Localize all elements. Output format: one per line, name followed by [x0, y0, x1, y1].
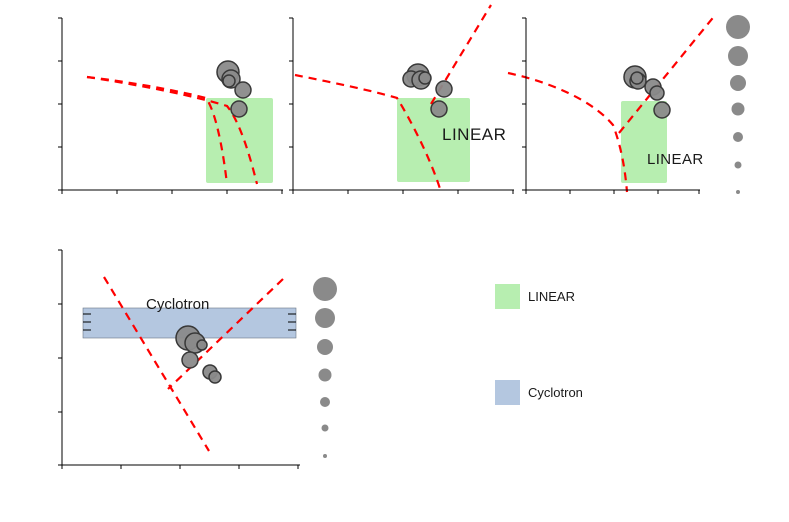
data-bubble [222, 74, 236, 88]
dashed-curve-top-right-0 [507, 71, 629, 193]
color-legend-label-blue: Cyclotron [528, 385, 583, 400]
axis-bottom-left-panel [61, 250, 300, 466]
dashed-curve-bottom-left-0 [103, 276, 210, 452]
dashed-curves-layer [86, 4, 717, 452]
data-bubble [234, 81, 252, 99]
linear-region-label-middle: LINEAR [442, 125, 506, 144]
data-bubble [649, 85, 665, 101]
regions-layer [82, 98, 667, 339]
data-bubble [653, 101, 671, 119]
dashed-curve-top-left-1 [86, 75, 259, 185]
size-legend-circle [315, 308, 335, 328]
linear-region-box-top-right [621, 101, 667, 183]
bubbles-layer [175, 60, 671, 384]
size-legend-circle [730, 75, 746, 91]
size-legend-circle [320, 397, 330, 407]
data-bubble [181, 351, 199, 369]
size-legend-circle [313, 277, 337, 301]
color-legend-swatch [495, 380, 520, 405]
axes-layer [58, 17, 700, 469]
size-legend-circle [731, 102, 745, 116]
data-bubble [196, 339, 208, 351]
size-legend-circle [733, 132, 743, 142]
axis-ticks-top-middle [289, 17, 514, 194]
size-legend-circle [318, 368, 332, 382]
size-legend-circle [323, 454, 327, 458]
color-legend-label-green: LINEAR [528, 289, 575, 304]
dashed-curve-top-right-1 [618, 13, 717, 134]
dashed-curve-top-middle-0 [294, 73, 443, 193]
data-bubble [435, 80, 453, 98]
data-bubble [418, 71, 432, 85]
size-legend-circle [734, 161, 742, 169]
legends-layer [313, 15, 750, 458]
dashed-curve-bottom-left-1 [167, 278, 284, 390]
size-legend-circle [728, 46, 748, 66]
color-legend-swatch [495, 284, 520, 309]
data-bubble [630, 71, 644, 85]
size-legend-circle [321, 424, 329, 432]
axis-ticks-top-right [522, 17, 700, 194]
size-legend-circle [317, 339, 333, 355]
data-bubble [430, 100, 448, 118]
linear-region-label-right: LINEAR [647, 151, 704, 168]
axis-ticks-bottom-left [58, 249, 299, 469]
linear-region-box-top-middle [397, 98, 470, 182]
size-legend-circle [736, 190, 740, 194]
linear-region-box-top-left [206, 98, 273, 183]
dashed-curve-top-left-0 [86, 75, 229, 185]
size-legend-circle [726, 15, 750, 39]
cyclotron-bar-label: Cyclotron [146, 296, 209, 313]
axis-ticks-top-left [58, 17, 283, 194]
data-bubble [230, 100, 248, 118]
data-bubble [208, 370, 222, 384]
